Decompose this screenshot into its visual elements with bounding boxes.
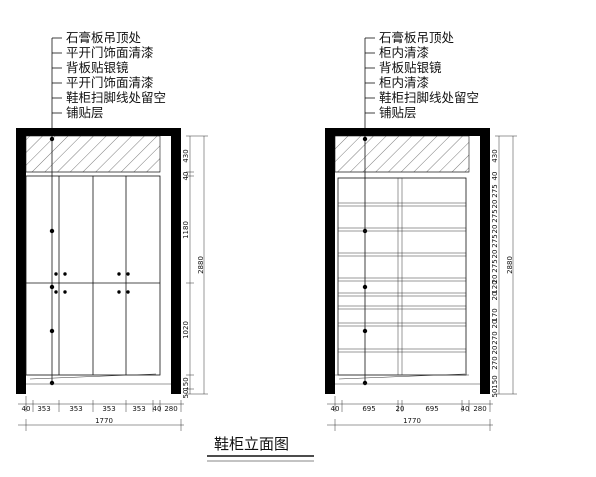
right-dim-12: 20	[491, 292, 499, 301]
left-elevation: 石膏板吊顶处 平开门饰面清漆 背板贴银镜 平开门饰面清漆 鞋柜扫脚线处留空 铺贴…	[16, 30, 208, 431]
right-label-5: 鞋柜扫脚线处留空	[379, 90, 479, 105]
right-dim-2: 40	[491, 172, 499, 181]
right-dim-11: 120	[491, 280, 499, 293]
right-dim-16: 20	[491, 346, 499, 355]
right-dim-10: 20	[491, 275, 499, 284]
right-horizontal-dimensions: 40 695 20 695 40 280 1770	[327, 396, 493, 431]
left-dim-floor: 50	[182, 390, 190, 399]
left-label-1: 石膏板吊顶处	[66, 30, 142, 45]
right-leader-lines	[362, 37, 375, 386]
right-dim-6: 20	[491, 225, 499, 234]
left-hdim-3: 353	[69, 405, 82, 413]
left-label-2: 平开门饰面清漆	[66, 45, 154, 60]
right-hdim-1: 40	[331, 405, 340, 413]
right-dim-total-height: 2880	[506, 256, 514, 274]
right-hdim-6: 280	[473, 405, 486, 413]
right-elevation: 石膏板吊顶处 柜内清漆 背板贴银镜 柜内清漆 鞋柜扫脚线处留空 铺贴层	[325, 30, 517, 431]
right-hdim-total: 1770	[403, 417, 421, 425]
left-dim-lower-door: 1020	[182, 321, 190, 339]
left-label-6: 铺贴层	[66, 105, 104, 120]
left-hdim-7: 280	[164, 405, 177, 413]
drawing-title: 鞋柜立面图	[214, 435, 289, 453]
right-annotation-labels: 石膏板吊顶处 柜内清漆 背板贴银镜 柜内清漆 鞋柜扫脚线处留空 铺贴层	[379, 30, 479, 120]
right-label-1: 石膏板吊顶处	[379, 30, 455, 45]
left-dim-gap: 40	[182, 172, 190, 181]
right-dim-1: 430	[491, 149, 499, 162]
right-dim-7: 275	[491, 234, 499, 247]
right-hdim-4: 695	[425, 405, 438, 413]
right-dim-19: 50	[491, 389, 499, 398]
right-dim-9: 275	[491, 259, 499, 272]
right-dim-8: 20	[491, 250, 499, 259]
left-hdim-4: 353	[102, 405, 115, 413]
right-dim-18: 150	[491, 375, 499, 388]
drawing-title-block: 鞋柜立面图	[207, 435, 314, 462]
right-dim-3: 275	[491, 184, 499, 197]
right-dim-5: 275	[491, 209, 499, 222]
left-hdim-1: 40	[22, 405, 31, 413]
left-horizontal-dimensions: 40 353 353 353 353 40 280 1770	[18, 396, 184, 431]
left-cabinet-doors	[25, 171, 171, 385]
right-cabinet-shelves	[335, 171, 480, 385]
right-hdim-5: 40	[461, 405, 470, 413]
left-dim-upper-door: 1180	[182, 221, 190, 239]
left-hdim-6: 40	[153, 405, 162, 413]
left-hdim-total: 1770	[95, 417, 113, 425]
left-hdim-5: 353	[132, 405, 145, 413]
right-hdim-2: 695	[362, 405, 375, 413]
left-label-4: 平开门饰面清漆	[66, 75, 154, 90]
left-dim-total-height: 2880	[197, 256, 205, 274]
left-label-3: 背板贴银镜	[66, 60, 129, 75]
right-vertical-dimensions: 430 40 275 20 275 20 275 20 275 20 120 2…	[491, 135, 517, 398]
right-dim-14: 20	[491, 320, 499, 329]
right-dim-17: 270	[491, 356, 499, 369]
left-dim-ceiling: 430	[182, 149, 190, 162]
left-label-5: 鞋柜扫脚线处留空	[66, 90, 166, 105]
right-label-3: 背板贴银镜	[379, 60, 442, 75]
right-dim-4: 20	[491, 200, 499, 209]
left-annotation-labels: 石膏板吊顶处 平开门饰面清漆 背板贴银镜 平开门饰面清漆 鞋柜扫脚线处留空 铺贴…	[66, 30, 166, 120]
left-leader-lines	[49, 37, 62, 386]
left-dim-kick: 150	[182, 377, 190, 390]
left-hdim-2: 353	[37, 405, 50, 413]
right-hdim-3: 20	[396, 405, 405, 413]
left-vertical-dimensions: 430 40 1180 1020 150 50 2880	[182, 135, 208, 399]
right-dim-15: 270	[491, 331, 499, 344]
right-label-2: 柜内清漆	[379, 45, 429, 60]
right-dim-13: 170	[491, 308, 499, 321]
right-label-6: 铺贴层	[379, 105, 417, 120]
right-label-4: 柜内清漆	[379, 75, 429, 90]
